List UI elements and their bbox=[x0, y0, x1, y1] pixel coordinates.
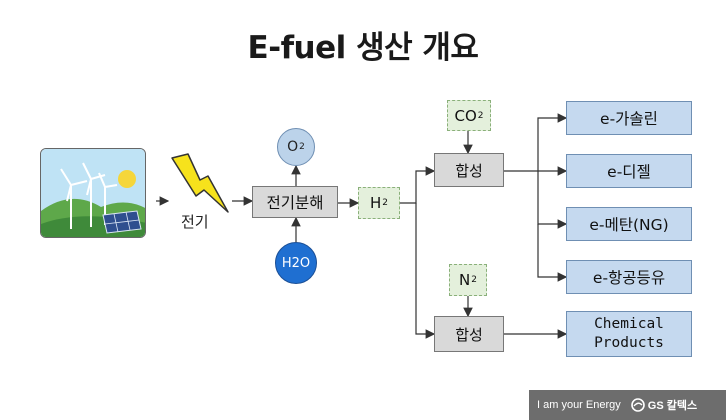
product-chemical-products: Chemical Products bbox=[566, 311, 692, 357]
gs-logo-icon bbox=[630, 398, 645, 412]
n2-subscript: 2 bbox=[471, 275, 477, 285]
co2-subscript: 2 bbox=[477, 110, 484, 121]
chemical-line-2: Products bbox=[594, 335, 664, 351]
arrow-to-e-gasoline bbox=[504, 113, 568, 172]
arrow-hydrogen-to-synthesis-top bbox=[400, 166, 436, 204]
hydrogen-subscript: 2 bbox=[382, 198, 388, 208]
arrow-to-e-jetfuel bbox=[537, 224, 568, 282]
sun-icon bbox=[118, 170, 136, 188]
electricity-label: 전기 bbox=[181, 213, 209, 231]
hydrogen-symbol: H bbox=[369, 194, 382, 212]
electrolysis-box: 전기분해 bbox=[252, 186, 338, 218]
footer-tagline: I am your Energy bbox=[537, 399, 621, 411]
co2-symbol: CO bbox=[454, 106, 477, 125]
n2-symbol: N bbox=[459, 271, 471, 289]
gs-caltex-logo: GS 칼텍스 bbox=[630, 397, 698, 413]
oxygen-subscript: 2 bbox=[299, 142, 305, 152]
water-node: H2O bbox=[275, 242, 317, 284]
product-e-gasoline: e-가솔린 bbox=[566, 101, 692, 135]
arrow-to-e-methane bbox=[537, 171, 568, 229]
renewable-energy-illustration bbox=[40, 148, 146, 238]
solar-panel-icon bbox=[102, 210, 142, 234]
product-e-methane: e-메탄(NG) bbox=[566, 207, 692, 241]
oxygen-symbol: O bbox=[287, 139, 299, 155]
synthesis-top-box: 합성 bbox=[434, 153, 504, 187]
product-e-diesel: e-디젤 bbox=[566, 154, 692, 188]
synthesis-bottom-box: 합성 bbox=[434, 316, 504, 352]
product-e-jetfuel: e-항공등유 bbox=[566, 260, 692, 294]
chemical-line-1: Chemical bbox=[594, 316, 664, 332]
lightning-bolt-icon bbox=[171, 153, 229, 213]
arrow-hydrogen-to-synthesis-bottom bbox=[415, 203, 436, 339]
footer-brand: GS 칼텍스 bbox=[647, 400, 698, 412]
brand-footer: I am your Energy GS 칼텍스 bbox=[529, 390, 726, 420]
page-title: E-fuel 생산 개요 bbox=[247, 30, 479, 66]
